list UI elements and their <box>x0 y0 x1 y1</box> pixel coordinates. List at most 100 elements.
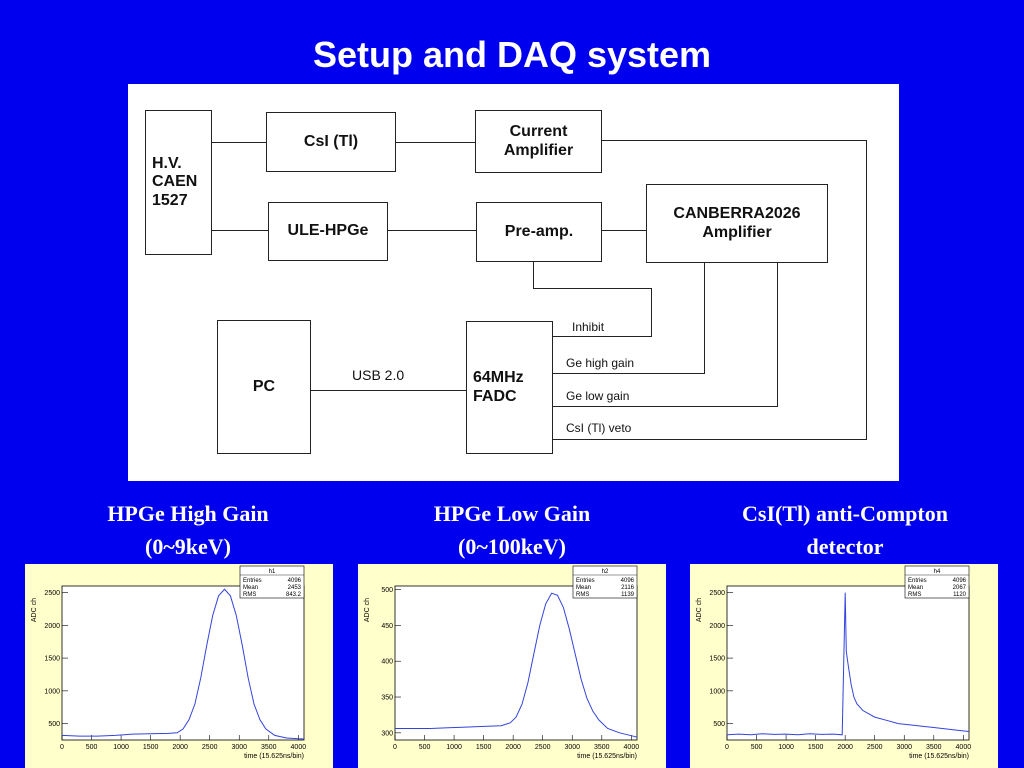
wire-inhibit-h2 <box>552 336 652 337</box>
canberra-amplifier-block: CANBERRA2026 Amplifier <box>646 184 828 263</box>
y-tick-label: 400 <box>381 659 393 666</box>
y-tick-label: 1500 <box>44 656 60 663</box>
x-tick-label: 3500 <box>261 744 277 751</box>
histogram-name-label: h1 <box>269 569 276 575</box>
y-tick-label: 300 <box>381 730 393 737</box>
wire-gelow-h <box>552 406 778 407</box>
y-axis-label: ADC ch <box>696 598 703 622</box>
y-tick-label: 2500 <box>709 590 725 597</box>
x-tick-label: 1500 <box>476 744 492 751</box>
x-tick-label: 3500 <box>926 744 942 751</box>
x-axis-label: time (15.625ns/bin) <box>244 753 304 760</box>
y-tick-label: 1000 <box>44 688 60 695</box>
y-tick-label: 2000 <box>709 623 725 630</box>
wire-gehigh-v <box>704 262 705 374</box>
fadc-block: 64MHz FADC <box>466 321 553 454</box>
stats-value: 4096 <box>621 578 635 584</box>
y-tick-label: 2000 <box>44 623 60 630</box>
x-tick-label: 3000 <box>231 744 247 751</box>
wire-hv-ule <box>212 230 268 231</box>
stats-key: Mean <box>243 585 258 591</box>
caption-hpge-low-gain: HPGe Low Gain (0~100keV) <box>433 501 591 559</box>
daq-diagram: H.V. CAEN 1527 CsI (Tl) Current Amplifie… <box>128 84 899 481</box>
ule-hpge-block: ULE-HPGe <box>268 202 388 261</box>
x-tick-label: 2500 <box>535 744 551 751</box>
stats-box <box>572 565 638 599</box>
x-tick-label: 2000 <box>837 744 853 751</box>
x-tick-label: 1500 <box>143 744 159 751</box>
plot-frame <box>61 585 305 741</box>
stats-key: RMS <box>243 592 256 598</box>
histogram-name-label: h2 <box>602 569 609 575</box>
x-tick-label: 1000 <box>778 744 794 751</box>
x-tick-label: 2500 <box>202 744 218 751</box>
y-tick-label: 1000 <box>709 688 725 695</box>
y-tick-label: 500 <box>48 721 60 728</box>
x-tick-label: 4000 <box>624 744 640 751</box>
preamp-block: Pre-amp. <box>476 202 602 262</box>
hv-supply-block: H.V. CAEN 1527 <box>145 110 212 255</box>
wire-hv-csi <box>212 142 266 143</box>
histogram-name-label: h4 <box>934 569 941 575</box>
x-axis-label: time (15.625ns/bin) <box>577 753 637 760</box>
x-tick-label: 2000 <box>505 744 521 751</box>
signal-label-ge-low-gain: Ge low gain <box>566 389 630 403</box>
stats-value: 1120 <box>953 592 967 598</box>
x-axis-label: time (15.625ns/bin) <box>909 753 969 760</box>
x-tick-label: 0 <box>60 744 64 751</box>
x-tick-label: 0 <box>725 744 729 751</box>
y-tick-label: 500 <box>713 721 725 728</box>
stats-key: Entries <box>576 578 595 584</box>
stats-key: RMS <box>908 592 921 598</box>
data-series-line <box>726 592 970 736</box>
wire-veto-v <box>866 140 867 440</box>
stats-key: Entries <box>908 578 927 584</box>
wire-preamp-canberra <box>601 230 646 231</box>
x-tick-label: 1000 <box>446 744 462 751</box>
signal-label-inhibit: Inhibit <box>572 320 605 334</box>
pc-block: PC <box>217 320 311 454</box>
y-axis-label: ADC ch <box>31 598 38 622</box>
x-tick-label: 500 <box>419 744 431 751</box>
wire-inhibit-h1 <box>533 288 652 289</box>
signal-label-csi-veto: CsI (Tl) veto <box>566 421 632 435</box>
y-tick-label: 350 <box>381 695 393 702</box>
stats-key: Mean <box>908 585 923 591</box>
stats-value: 2116 <box>621 585 635 591</box>
stats-value: 2453 <box>288 585 302 591</box>
caption-csi-anti-compton: CsI(Tl) anti-Compton detector <box>742 501 948 559</box>
stats-key: Entries <box>243 578 262 584</box>
stats-value: 4096 <box>288 578 302 584</box>
wire-gelow-v <box>777 262 778 406</box>
stats-key: Mean <box>576 585 591 591</box>
x-tick-label: 2000 <box>172 744 188 751</box>
stats-key: RMS <box>576 592 589 598</box>
x-tick-label: 4000 <box>956 744 972 751</box>
wire-csi-current <box>395 142 475 143</box>
stats-value: 4096 <box>953 578 967 584</box>
x-tick-label: 0 <box>393 744 397 751</box>
stats-value: 2067 <box>953 585 967 591</box>
data-series-line <box>395 592 638 738</box>
x-tick-label: 1500 <box>808 744 824 751</box>
x-tick-label: 500 <box>751 744 763 751</box>
plot-frame <box>394 585 638 741</box>
wire-veto-h1 <box>601 140 867 141</box>
y-tick-label: 1500 <box>709 656 725 663</box>
y-tick-label: 450 <box>381 623 393 630</box>
x-tick-label: 3000 <box>564 744 580 751</box>
stats-value: 1139 <box>621 592 635 598</box>
x-tick-label: 500 <box>86 744 98 751</box>
x-tick-label: 2500 <box>867 744 883 751</box>
stats-box <box>904 565 970 599</box>
wire-inhibit-v2 <box>651 288 652 336</box>
y-axis-label: ADC ch <box>364 598 371 622</box>
data-series-line <box>61 588 305 740</box>
wire-veto-h2 <box>552 439 867 440</box>
wire-inhibit-v1 <box>533 261 534 288</box>
